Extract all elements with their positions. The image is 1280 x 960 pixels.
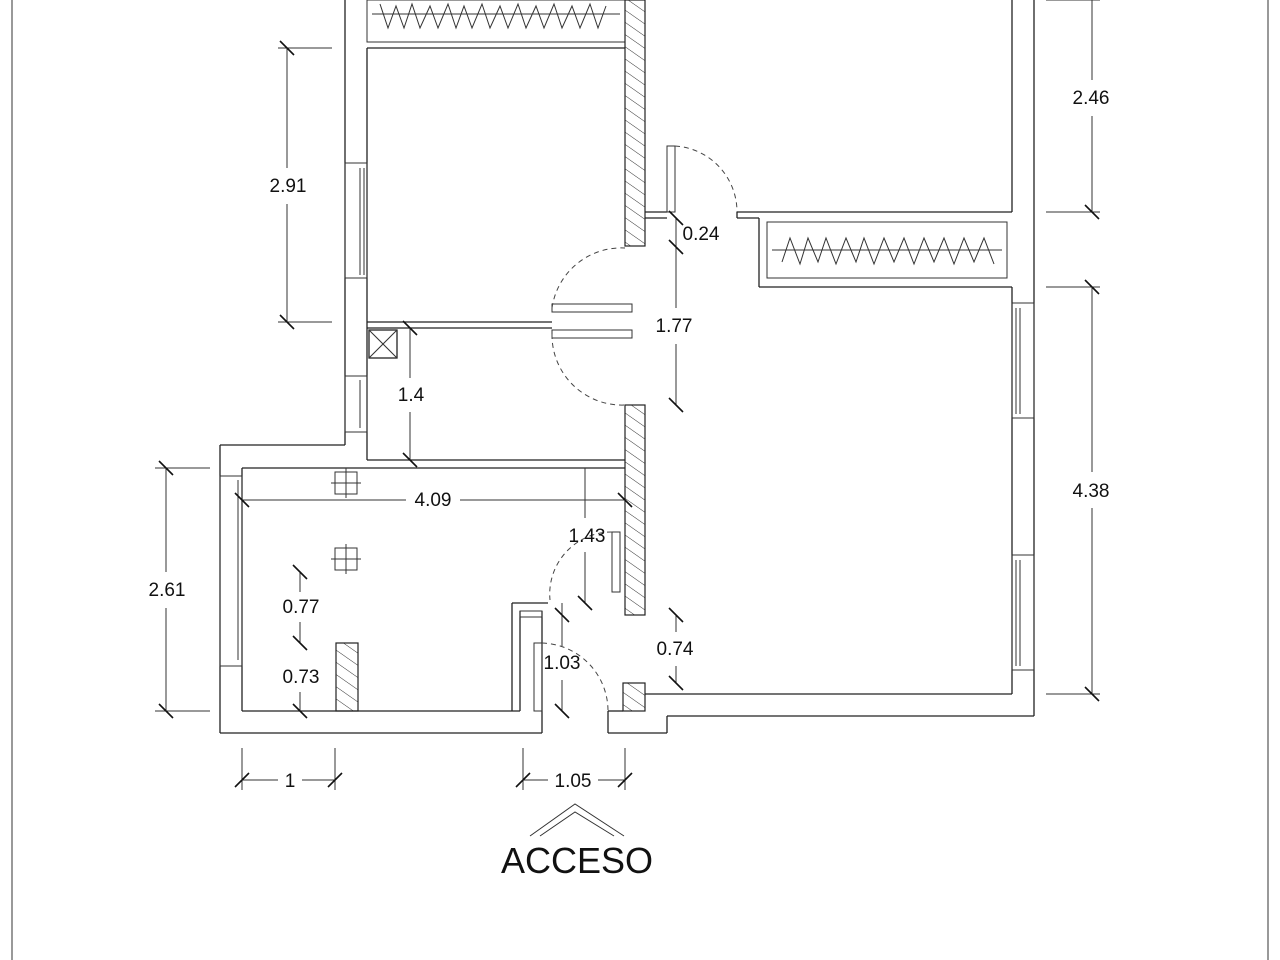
dim-label-0-73: 0.73 xyxy=(283,667,320,688)
interior-walls xyxy=(335,0,667,733)
doors xyxy=(519,145,738,712)
closet-right xyxy=(766,221,1008,279)
dim-label-1-43: 1.43 xyxy=(569,526,606,547)
dim-label-2-91: 2.91 xyxy=(270,176,307,197)
dimension-labels: 2.46 2.91 0.24 1.77 1.4 4.09 4.38 2.61 1… xyxy=(149,88,1110,792)
dim-label-4-09: 4.09 xyxy=(415,490,452,511)
entrance-label: ACCESO xyxy=(501,840,653,881)
dimension-lines xyxy=(155,0,1100,790)
dim-label-2-46: 2.46 xyxy=(1073,88,1110,109)
dim-label-0-74: 0.74 xyxy=(657,639,694,660)
dim-label-4-38: 4.38 xyxy=(1073,481,1110,502)
dim-label-2-61: 2.61 xyxy=(149,580,186,601)
dim-label-1-4: 1.4 xyxy=(398,385,425,406)
dim-label-0-77: 0.77 xyxy=(283,597,320,618)
windows xyxy=(219,162,1035,671)
dim-label-0-24: 0.24 xyxy=(683,224,720,245)
ceiling-fixture-2 xyxy=(331,544,361,574)
dim-label-1-77: 1.77 xyxy=(656,316,693,337)
ceiling-fixture-1 xyxy=(331,468,361,498)
closet-top xyxy=(372,2,620,30)
entrance-marker: ACCESO xyxy=(501,803,653,881)
dim-label-1: 1 xyxy=(285,771,296,792)
entrance-arrow-icon xyxy=(529,803,625,837)
dim-label-1-03: 1.03 xyxy=(544,653,581,674)
dim-label-1-05: 1.05 xyxy=(555,771,592,792)
